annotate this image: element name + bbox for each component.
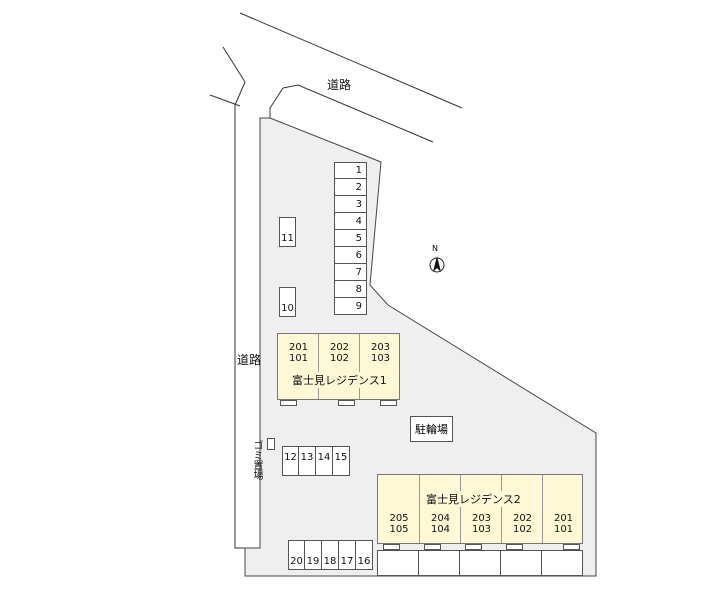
parking-stall: 9 <box>334 298 367 315</box>
parking-stall: 20 <box>288 540 305 570</box>
parking-stall: 10 <box>279 287 296 317</box>
north-road-edge-upper <box>239 12 463 109</box>
north-arrow-icon <box>429 256 445 273</box>
parking-stall: 15 <box>333 446 350 476</box>
parking-stall: 8 <box>334 281 367 298</box>
parking-stall <box>460 550 501 576</box>
entrance-step <box>280 400 297 406</box>
entrance-step <box>424 544 441 550</box>
parking-stall: 18 <box>322 540 339 570</box>
parking-column: 1 2 3 4 5 6 7 8 9 <box>334 162 367 315</box>
garbage-area-label: ゴミ置場 <box>251 440 262 480</box>
parking-stall <box>377 550 419 576</box>
parking-stall <box>542 550 583 576</box>
entrance-step <box>383 544 400 550</box>
parking-stall: 6 <box>334 247 367 264</box>
parking-stall: 17 <box>339 540 356 570</box>
parking-stall: 2 <box>334 179 367 196</box>
parking-strip-bottom <box>377 550 583 576</box>
parking-stall: 4 <box>334 213 367 230</box>
west-road-edge-right <box>269 87 284 118</box>
garbage-area-marker <box>267 438 275 450</box>
entrance-step <box>338 400 355 406</box>
parking-row-bottom: 20 19 18 17 16 <box>288 540 373 570</box>
entrance-step <box>380 400 397 406</box>
building-2-name: 富士見レジデンス2 <box>424 491 523 507</box>
west-road-label: 道路 <box>237 353 262 367</box>
parking-stall: 14 <box>316 446 333 476</box>
parking-stall: 11 <box>279 217 296 247</box>
parking-stall: 7 <box>334 264 367 281</box>
parking-stall: 16 <box>356 540 373 570</box>
building-1-name: 富士見レジデンス1 <box>290 372 389 388</box>
parking-stall: 12 <box>282 446 299 476</box>
parking-stall <box>501 550 542 576</box>
north-road-label: 道路 <box>327 78 352 92</box>
entrance-step <box>506 544 523 550</box>
parking-stall: 1 <box>334 162 367 179</box>
parking-stall: 19 <box>305 540 322 570</box>
bicycle-parking: 駐輪場 <box>410 416 453 442</box>
parking-stall: 3 <box>334 196 367 213</box>
entrance-step <box>465 544 482 550</box>
entrance-step <box>563 544 580 550</box>
parking-row-middle: 12 13 14 15 <box>282 446 350 476</box>
compass-north-letter: N <box>432 244 438 253</box>
parking-stall <box>419 550 460 576</box>
parking-stall: 13 <box>299 446 316 476</box>
west-road-edge-left <box>222 46 260 549</box>
north-road-edge-lower-right <box>282 84 434 143</box>
parking-stall: 5 <box>334 230 367 247</box>
